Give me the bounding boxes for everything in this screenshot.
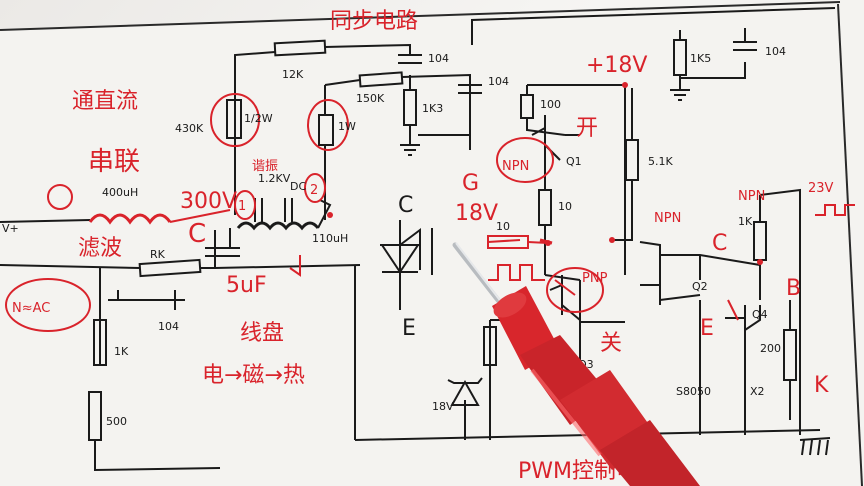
label-npn-1: NPN	[502, 159, 529, 174]
red-markings	[5, 93, 855, 332]
resistor-10a	[538, 189, 552, 226]
resistor-1w	[318, 114, 334, 146]
paper-border-right	[837, 3, 863, 486]
label-top-title: 同步电路	[330, 9, 418, 34]
label-1k3: 1K3	[422, 102, 443, 115]
label-num-2: 2	[310, 183, 318, 198]
label-q4: Q4	[752, 308, 768, 321]
label-coil: 线盘	[240, 321, 284, 346]
label-500: 500	[106, 415, 127, 428]
label-110uh: 110uH	[312, 232, 348, 245]
label-1k-left: 1K	[114, 345, 129, 358]
label-430k: 430K	[175, 122, 204, 135]
resistor-200	[783, 329, 797, 381]
label-150k: 150K	[356, 92, 385, 105]
label-10a: 10	[558, 200, 572, 213]
label-q2: Q2	[692, 280, 708, 293]
inductor-400uh-red	[88, 213, 172, 225]
resistor-5-1k	[625, 139, 639, 181]
label-104-d: 104	[158, 320, 179, 333]
label-npn-3: NPN	[738, 189, 765, 204]
label-open: 开	[576, 116, 598, 141]
label-5uf: 5uF	[226, 273, 267, 298]
label-igbt-c: C	[398, 193, 413, 218]
label-through-dc: 通直流	[72, 89, 138, 114]
label-num-1: 1	[238, 199, 246, 214]
multimeter-probe-icon	[452, 242, 700, 486]
label-23v: 23V	[808, 181, 834, 196]
label-g: G	[462, 171, 479, 196]
label-1w: 1W	[338, 120, 356, 133]
label-x2: X2	[750, 385, 765, 398]
pwm-waveform-right	[815, 204, 855, 216]
zener-diode	[450, 379, 480, 406]
label-igbt-e: E	[402, 316, 416, 341]
label-rk: RK	[150, 248, 166, 261]
label-dc: DC	[290, 180, 306, 193]
label-300v: 300V	[180, 189, 237, 214]
label-s8050: S8050	[676, 385, 711, 398]
label-12k: 12K	[282, 68, 304, 81]
label-104-a: 104	[428, 52, 449, 65]
label-b: B	[786, 276, 801, 301]
igbt-diode	[380, 244, 420, 274]
resistor-100	[520, 94, 534, 119]
label-104-b: 104	[488, 75, 509, 88]
label-1-2kv: 1.2KV	[258, 172, 291, 185]
resistor-430k	[226, 99, 242, 139]
label-close: 关	[600, 331, 622, 356]
label-100: 100	[540, 98, 561, 111]
label-pnp: PNP	[582, 271, 608, 286]
resistor-1k3	[403, 89, 417, 126]
label-c-left: C	[188, 219, 206, 249]
label-n-ac: N≈AC	[12, 301, 50, 316]
label-1k5: 1K5	[690, 52, 711, 65]
ground-symbols	[400, 89, 831, 456]
label-400uh: 400uH	[102, 186, 138, 199]
label-c-q2: C	[712, 231, 727, 256]
label-resonance: 谐振	[252, 159, 278, 174]
label-10b: 10	[496, 220, 510, 233]
label-5-1k: 5.1K	[648, 155, 673, 168]
label-plus-18v: +18V	[586, 53, 647, 78]
resistor-zener-side	[483, 326, 497, 366]
label-q1: Q1	[566, 155, 582, 168]
label-supply-left: V+	[2, 222, 19, 235]
label-1-2w: 1/2W	[244, 112, 273, 125]
label-filter: 滤波	[78, 236, 122, 261]
label-electric-magnetic: 电→磁→热	[202, 363, 305, 388]
resistor-150k	[358, 71, 404, 88]
resistor-rk	[138, 258, 202, 278]
resistor-1k5	[673, 39, 687, 76]
paper-border-top	[0, 1, 841, 31]
label-104-c: 104	[765, 45, 786, 58]
label-zener-18v: 18V	[432, 400, 454, 413]
resistor-500	[88, 391, 102, 441]
label-series: 串联	[88, 147, 140, 177]
label-e-q2: E	[700, 316, 714, 341]
pwm-waveform	[488, 264, 545, 281]
label-1k-right: 1K	[738, 215, 753, 228]
circuit-wires	[0, 7, 836, 472]
label-k: K	[814, 373, 829, 398]
resistor-1k-left	[93, 319, 107, 366]
inductor-110uh	[236, 221, 320, 231]
capacitors	[108, 41, 757, 301]
resistor-12k	[273, 39, 327, 57]
label-npn-2: NPN	[654, 211, 681, 226]
label-18v: 18V	[455, 201, 498, 226]
label-200: 200	[760, 342, 781, 355]
resistors	[88, 39, 797, 441]
